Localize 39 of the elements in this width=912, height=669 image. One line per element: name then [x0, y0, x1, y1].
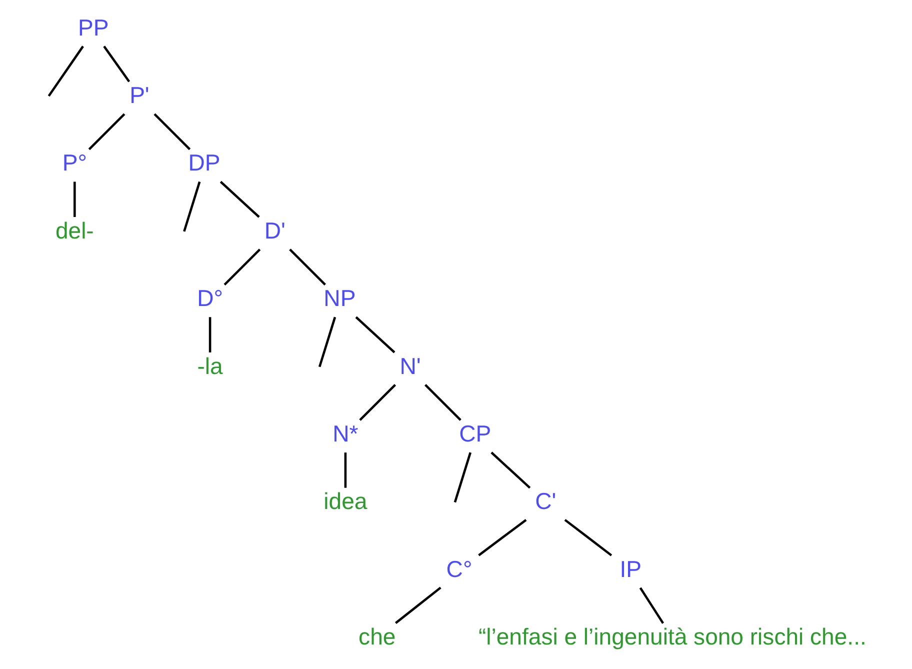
node-text: che	[358, 624, 396, 650]
connector	[183, 181, 201, 232]
node-text: “l’enfasi e l’ingenuità sono rischi che...	[478, 624, 866, 650]
node-text: D°	[197, 285, 223, 312]
connector	[289, 248, 326, 286]
connector	[88, 113, 126, 150]
node-text: C'	[535, 488, 556, 514]
node-text: NP	[324, 285, 356, 312]
connector	[208, 317, 212, 352]
node-text: CP	[459, 420, 492, 447]
node-text: P°	[62, 150, 87, 176]
connector	[318, 316, 336, 368]
connector	[103, 46, 130, 82]
connector	[355, 316, 396, 354]
connector	[490, 452, 531, 489]
node-text: -la	[197, 352, 223, 379]
connector	[359, 384, 396, 421]
node-text: del-	[55, 217, 94, 244]
connector	[639, 587, 664, 624]
connector	[224, 248, 261, 286]
node-text: N*	[332, 420, 358, 447]
connector	[48, 46, 84, 97]
connector	[454, 452, 472, 503]
node-text: IP	[620, 556, 642, 582]
node-text: P'	[130, 82, 150, 108]
node-text: N'	[400, 352, 421, 379]
connector	[154, 113, 191, 150]
node-text: D'	[264, 217, 286, 244]
connector	[424, 384, 462, 421]
connector	[564, 518, 612, 556]
node-text: PP	[78, 14, 109, 40]
node-text: DP	[188, 150, 220, 176]
connector	[478, 518, 527, 556]
node-text: idea	[324, 488, 368, 514]
node-text: C°	[446, 556, 472, 582]
connector	[394, 586, 442, 624]
connector	[344, 452, 347, 488]
connector	[74, 182, 76, 217]
connector	[220, 180, 260, 218]
